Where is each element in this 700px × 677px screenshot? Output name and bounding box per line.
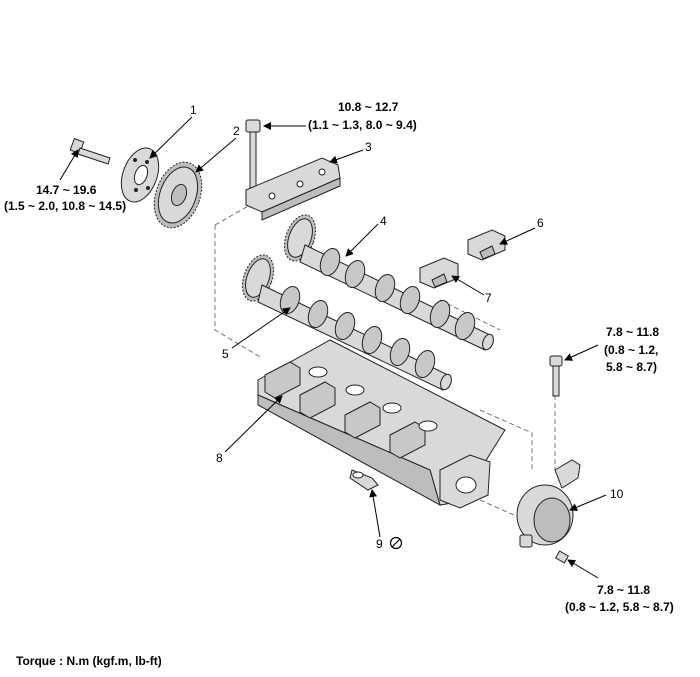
callout-8: 8 xyxy=(216,451,223,465)
torque-right-line1: 7.8 ~ 11.8 xyxy=(606,325,659,339)
leader-lines xyxy=(59,116,607,579)
callout-2: 2 xyxy=(233,124,240,138)
front-bearing-cap xyxy=(245,157,341,221)
camshaft-sprocket xyxy=(153,161,203,229)
torque-sprocket-line2: (1.5 ~ 2.0, 10.8 ~ 14.5) xyxy=(4,199,126,213)
callout-9: 9 xyxy=(376,537,383,551)
torque-pump-line2: (0.8 ~ 1.2, 5.8 ~ 8.7) xyxy=(565,600,674,614)
callout-10: 10 xyxy=(610,487,624,501)
intake-camshaft xyxy=(241,254,452,391)
sprocket-bolt xyxy=(69,138,111,165)
callout-1: 1 xyxy=(190,103,197,117)
camshaft-plate xyxy=(120,147,160,203)
callout-6: 6 xyxy=(537,216,544,230)
vacuum-pump xyxy=(516,459,581,548)
gasket-seal xyxy=(349,469,379,491)
torque-right-line2: (0.8 ~ 1.2, xyxy=(604,343,658,357)
no-reuse-icon xyxy=(389,536,403,550)
carrier-bolt xyxy=(549,355,563,397)
torque-units-note: Torque : N.m (kgf.m, lb-ft) xyxy=(16,654,162,668)
torque-right-line3: 5.8 ~ 8.7) xyxy=(606,360,657,374)
callout-7: 7 xyxy=(485,291,492,305)
bearing-cap-6 xyxy=(467,229,506,261)
torque-sprocket-line1: 14.7 ~ 19.6 xyxy=(36,183,97,197)
callout-3: 3 xyxy=(365,140,372,154)
torque-cap-line1: 10.8 ~ 12.7 xyxy=(338,100,399,114)
exhaust-camshaft xyxy=(283,214,494,351)
callout-4: 4 xyxy=(380,214,387,228)
camshaft-carrier xyxy=(257,339,506,509)
torque-cap-line2: (1.1 ~ 1.3, 8.0 ~ 9.4) xyxy=(308,118,417,132)
cap-bolt xyxy=(245,119,261,191)
pump-bolt xyxy=(554,550,570,564)
bearing-cap-7 xyxy=(419,257,459,289)
callout-5: 5 xyxy=(222,347,229,361)
torque-pump-line1: 7.8 ~ 11.8 xyxy=(597,583,650,597)
